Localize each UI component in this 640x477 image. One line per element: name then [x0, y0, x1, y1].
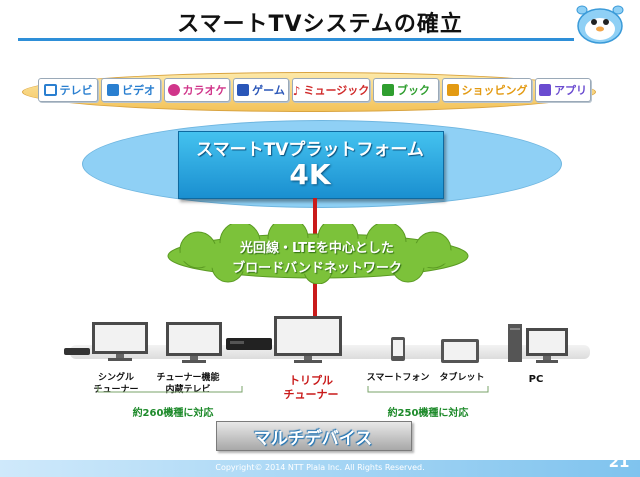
tablet-label: タブレット — [439, 373, 485, 383]
service-app: アプリ — [535, 78, 591, 102]
book-icon — [382, 84, 394, 96]
smartphone-icon — [391, 337, 405, 361]
pc-label: PC — [528, 374, 544, 385]
triple-tuner-tv-icon — [274, 316, 342, 363]
service-karaoke: カラオケ — [164, 78, 230, 102]
network-cloud-icon — [167, 224, 469, 284]
title-underline — [18, 38, 574, 41]
tablet-icon — [441, 339, 479, 363]
service-label: ミュージック — [303, 84, 370, 97]
service-game: ゲーム — [233, 78, 289, 102]
shopping-icon — [446, 84, 459, 96]
tuner-tv-device-icon — [166, 322, 222, 363]
set-top-box-icon — [226, 338, 272, 350]
video-icon — [107, 84, 119, 96]
music-icon: ♪ — [292, 84, 301, 98]
mascot-icon — [576, 5, 624, 44]
karaoke-icon — [167, 84, 180, 96]
right-support-count: 約250機種に対応 — [387, 408, 469, 419]
single-tuner-device-icon — [64, 322, 148, 361]
network-line-1: 光回線・LTEを中心とした — [240, 241, 394, 256]
service-label: ビデオ — [122, 84, 155, 97]
tuner-tv-label: チューナー機能 内蔵テレビ — [156, 373, 220, 395]
network-line-2: ブロードバンドネットワーク — [232, 261, 402, 276]
platform-4k-label: 4K — [289, 158, 331, 191]
pc-icon — [508, 324, 568, 363]
right-bracket — [367, 386, 489, 393]
app-icon — [539, 84, 551, 96]
service-music: ♪ ミュージック — [292, 78, 370, 102]
service-label: アプリ — [554, 84, 587, 97]
service-shopping: ショッピング — [442, 78, 532, 102]
single-tuner-label: シングル チューナー — [93, 373, 139, 395]
platform-title: スマートTVプラットフォーム — [196, 140, 424, 160]
service-book: ブック — [373, 78, 439, 102]
service-video: ビデオ — [101, 78, 161, 102]
platform-box — [178, 131, 444, 199]
copyright-text: Copyright© 2014 NTT Plala Inc. All Right… — [215, 463, 425, 472]
tv-icon — [43, 84, 57, 96]
game-icon — [237, 84, 250, 96]
service-label: テレビ — [59, 84, 93, 97]
footer-band — [0, 460, 640, 477]
smartphone-label: スマートフォン — [366, 373, 430, 383]
page-title: スマートTVシステムの確立 — [177, 12, 463, 37]
multi-device-label: マルチデバイス — [253, 429, 373, 449]
multi-device-bar — [216, 421, 412, 451]
service-label: カラオケ — [182, 84, 227, 97]
service-label: ショッピング — [461, 84, 528, 97]
service-label: ブック — [397, 84, 430, 97]
triple-tuner-label: トリプル チューナー — [283, 374, 339, 401]
left-bracket — [97, 386, 243, 393]
service-tv: テレビ — [38, 78, 98, 102]
page-number: 21 — [608, 453, 630, 471]
service-label: ゲーム — [252, 84, 285, 97]
left-support-count: 約260機種に対応 — [132, 408, 214, 419]
